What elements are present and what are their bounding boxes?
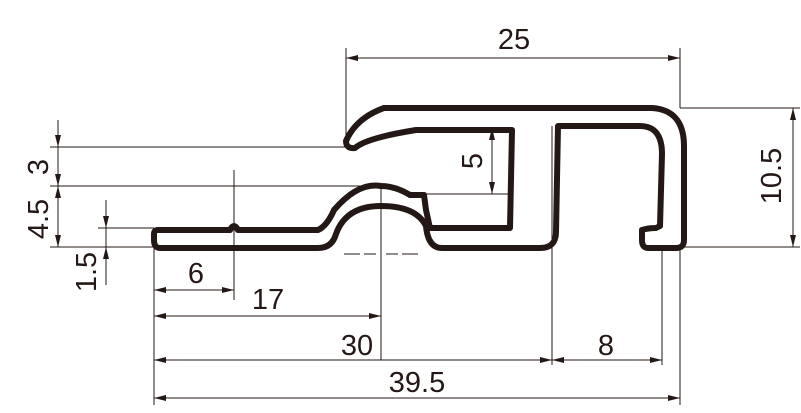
dim-channel-width: 30: [341, 330, 373, 362]
dim-base-thickness: 1.5: [71, 252, 103, 292]
dimension-labels: 25 10.5 3 4.5 1.5 5 6 17 30 8 39.5: [23, 24, 788, 399]
dim-hook-width: 8: [598, 330, 614, 362]
dimension-lines: [50, 48, 800, 405]
dim-overall-width: 39.5: [389, 367, 445, 399]
dim-lip-height: 3: [23, 159, 55, 175]
dim-inner-depth: 5: [457, 153, 489, 169]
dim-arch-center: 17: [252, 284, 284, 316]
dim-top-width: 25: [498, 24, 530, 56]
dim-step-height: 4.5: [23, 199, 55, 239]
dim-right-height: 10.5: [756, 148, 788, 204]
dim-groove-offset: 6: [188, 258, 204, 290]
